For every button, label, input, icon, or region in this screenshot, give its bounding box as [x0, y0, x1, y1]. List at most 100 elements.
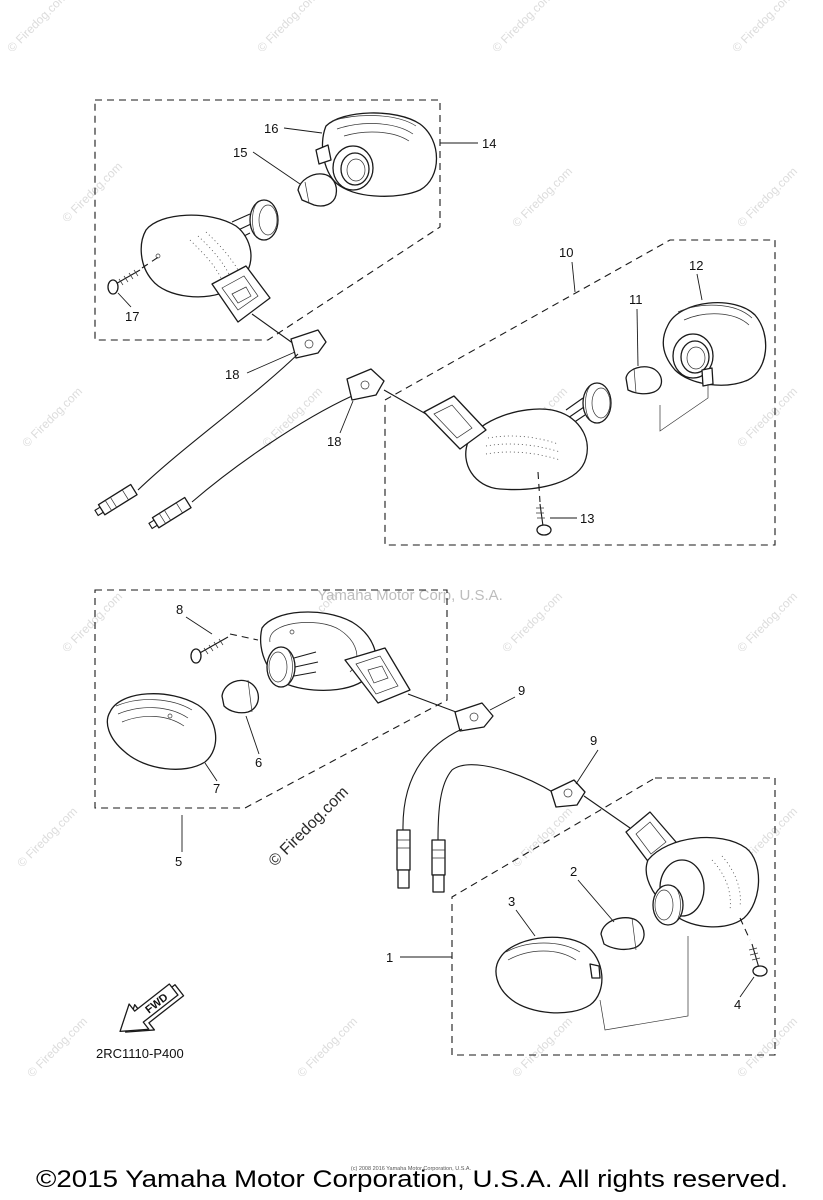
- bulb-socket: [266, 646, 296, 688]
- leader-18: [339, 400, 354, 434]
- leader-10: [571, 261, 576, 293]
- grommet-body: [346, 368, 385, 401]
- firedog-watermark: © Firedog.com: [489, 0, 555, 55]
- grommet-hole: [304, 339, 314, 349]
- wire-connector: [94, 483, 138, 517]
- bulb-6: [221, 679, 259, 714]
- socket-edge: [252, 202, 258, 239]
- leader-16: [283, 127, 323, 134]
- wire: [402, 728, 463, 831]
- firedog-watermark: © Firedog.com: [729, 0, 795, 55]
- callout-8: 8: [176, 602, 183, 617]
- bulb-socket: [652, 884, 684, 926]
- wire-harness-bottom: [396, 728, 557, 893]
- screw-shaft: [751, 943, 760, 969]
- callout-15: 15: [233, 145, 247, 160]
- screw-path: [141, 255, 161, 269]
- wire-to-grommet: [251, 313, 295, 345]
- bulb-glass: [297, 173, 338, 207]
- grommet-body: [290, 329, 327, 359]
- lens-rib: [683, 313, 750, 326]
- screw-head: [536, 524, 552, 536]
- yamaha-watermark: Yamaha Motor Corp, U.S.A.: [317, 587, 503, 604]
- socket-opening-ring: [346, 158, 366, 182]
- wire-harness-top: [94, 353, 353, 530]
- socket-edge: [585, 385, 591, 421]
- assembly-boundary-1: [451, 777, 776, 1056]
- connector-groove: [158, 502, 183, 524]
- screw-shaft: [197, 636, 229, 655]
- flasher-body: [140, 214, 271, 323]
- connector-body: [431, 839, 446, 876]
- connector-tip: [148, 519, 158, 530]
- grommet-body: [454, 702, 494, 732]
- screw-thread: [536, 507, 545, 519]
- grommet-hole: [563, 788, 573, 798]
- callout-5: 5: [175, 854, 182, 869]
- grommet-body: [550, 779, 586, 808]
- bulb-socket: [582, 382, 612, 424]
- leader-11: [636, 308, 639, 367]
- bulb-base-line: [247, 679, 253, 713]
- callout-7: 7: [213, 781, 220, 796]
- firedog-watermark: © Firedog.com: [14, 804, 80, 870]
- screw-path: [537, 471, 541, 503]
- callout-1: 1: [386, 950, 393, 965]
- callout-4: 4: [734, 997, 741, 1012]
- flasher-assembly-14: 16 15 14 17 18: [94, 99, 496, 382]
- screw-thread: [748, 947, 761, 961]
- lens-rib: [336, 123, 414, 135]
- fine-print: (c) 2008 2016 Yamaha Motor Corporation, …: [351, 1166, 472, 1172]
- screw-hole: [289, 629, 295, 635]
- lens-rib: [677, 304, 753, 319]
- callout-12: 12: [689, 258, 703, 273]
- screw-head: [752, 965, 768, 977]
- fwd-arrow: FWD: [119, 983, 185, 1033]
- socket-ring: [654, 889, 674, 921]
- bulb-glass: [600, 917, 645, 951]
- callout-17: 17: [125, 309, 139, 324]
- callout-13: 13: [580, 511, 594, 526]
- leader-2: [577, 879, 615, 923]
- firedog-watermark: © Firedog.com: [734, 164, 800, 230]
- bulb-socket: [249, 199, 279, 241]
- connector-body: [151, 496, 192, 529]
- body-texture: [487, 435, 559, 445]
- diagram-code: 2RC1110-P400: [96, 1046, 184, 1061]
- leader-8: [185, 616, 213, 635]
- assembly-boundary-14: [94, 99, 441, 341]
- bulb-15: [297, 173, 338, 207]
- connector-inner: [433, 404, 473, 439]
- firedog-watermark: © Firedog.com: [499, 589, 565, 655]
- assembly-boundary-10: [384, 239, 776, 546]
- leader-3: [515, 909, 536, 937]
- socket-ring: [268, 651, 288, 683]
- firedog-watermark: © Firedog.com: [259, 384, 325, 450]
- lens-3: [495, 936, 603, 1014]
- leader-7: [204, 762, 218, 782]
- flasher-assembly-5: 8 9 6 7 5: [94, 589, 525, 869]
- bulb-11: [625, 366, 663, 395]
- connector-body: [97, 483, 138, 516]
- callout-11: 11: [629, 292, 643, 307]
- socket-wires: [293, 651, 319, 677]
- screw-shaft: [113, 269, 141, 286]
- body-texture: [189, 239, 223, 281]
- lens-rib: [343, 131, 410, 142]
- flasher-body: [423, 395, 588, 491]
- lens-housing-16: [315, 112, 438, 197]
- connector-groove: [397, 839, 410, 849]
- grommet-hole: [360, 380, 370, 390]
- wire-to-grommet: [407, 693, 457, 713]
- lens-rib: [117, 707, 189, 719]
- leader-15: [252, 151, 301, 185]
- screw-head: [190, 648, 202, 664]
- screw-17: [107, 269, 141, 295]
- callout-18: 18: [327, 434, 341, 449]
- connector-stem: [423, 395, 487, 450]
- connector-tip: [432, 874, 445, 893]
- arrow-face: [119, 983, 179, 1033]
- callout-18: 18: [225, 367, 239, 382]
- socket-body: [652, 884, 684, 926]
